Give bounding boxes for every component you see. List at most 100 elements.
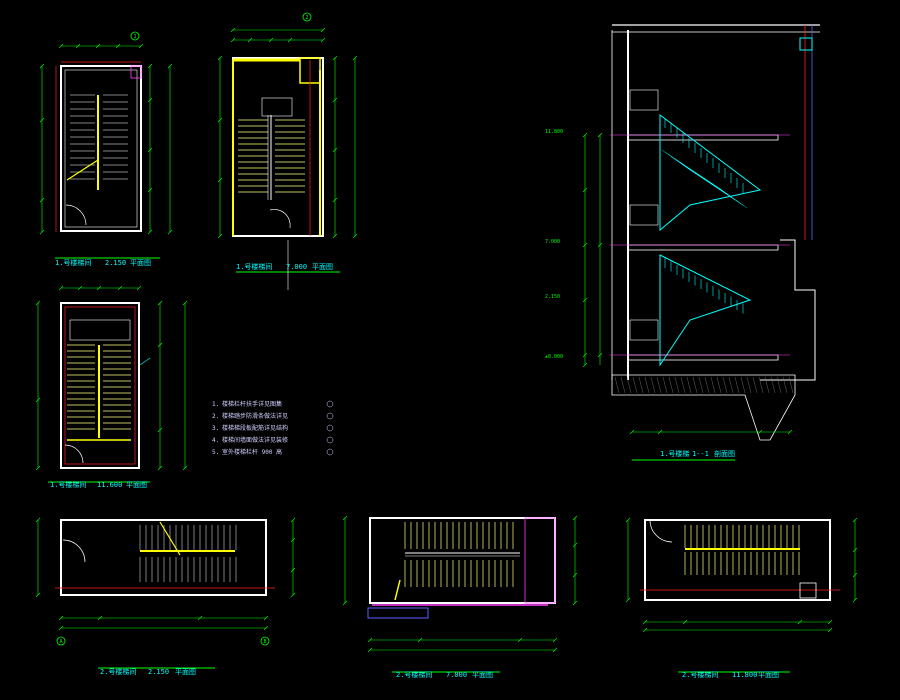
title-suffix: 平面图 (472, 671, 493, 679)
foundation-hatch (758, 376, 764, 394)
level-label: 2.150 (545, 294, 560, 300)
dimension-tick (320, 27, 326, 33)
notes-list: 1. 楼梯栏杆扶手详见图集 2. 楼梯踏步防滑条做法详见 3. 楼梯梯段板配筋详… (212, 400, 288, 456)
dimension-tick (230, 27, 236, 33)
title-plan2-low: 2.号楼梯间 2.150 平面图 (100, 667, 196, 676)
hatch (718, 187, 748, 209)
inner-wall-line (64, 69, 138, 228)
axis-label: B (263, 639, 266, 645)
title-name: 2.号楼梯间 (100, 667, 136, 676)
stair1-plan-7000 (217, 27, 358, 290)
title-plan2-top: 2.号楼梯间 11.800 平面图 (682, 670, 779, 679)
stair-flight (659, 114, 762, 232)
dimension-tick (35, 592, 41, 598)
title-suffix: 平面图 (758, 671, 779, 679)
note-marker (326, 412, 334, 420)
dimension-tick (417, 637, 423, 643)
dimension-tick (572, 542, 578, 548)
title-name: 1.号楼梯间 (50, 480, 86, 489)
dimension-tick (342, 600, 348, 606)
dimension-tick (572, 572, 578, 578)
general-notes (326, 400, 334, 456)
note-marker (326, 436, 334, 444)
dimension-tick (597, 242, 603, 248)
door-swing (64, 444, 84, 464)
stair1-section-1-1 (582, 24, 820, 461)
column (130, 65, 142, 79)
foundation-hatch (620, 376, 626, 394)
foundation-hatch (650, 376, 656, 394)
note-text: 楼梯间墙面做法详见装修 (222, 436, 288, 444)
axis-label: 2 (305, 15, 308, 21)
dimension-tick (797, 619, 803, 625)
note-text: 室外楼梯栏杆 900 高 (222, 448, 282, 456)
dimension-tick (332, 197, 338, 203)
stair2-plan-7000 (342, 515, 578, 673)
dimension-tick (332, 97, 338, 103)
dimension-tick (39, 117, 45, 123)
leader-line (139, 357, 151, 366)
dimension-tick (35, 300, 41, 306)
dimension-tick (682, 619, 688, 625)
shaft (524, 517, 556, 604)
dimension-tick (852, 597, 858, 603)
dimension-tick (117, 285, 123, 291)
dimension-tick (58, 43, 64, 49)
note-item: 3. 楼梯梯段板配筋详见结构 (212, 424, 288, 432)
dimension-tick (167, 63, 173, 69)
door-swing (62, 539, 86, 563)
dimension-tick (263, 625, 269, 631)
dimension-tick (247, 37, 253, 43)
dimension-tick (320, 37, 326, 43)
dimension-tick (597, 132, 603, 138)
note-marker (326, 448, 334, 456)
note-marker (326, 400, 334, 408)
dimension-tick (552, 637, 558, 643)
dimension-tick (582, 242, 588, 248)
title-plan2-mid: 2.号楼梯间 7.000 平面图 (396, 670, 493, 679)
foundation-hatch (734, 376, 740, 394)
title-elev: 7.000 (286, 263, 307, 271)
title-name: 1.号楼梯间 (55, 258, 91, 267)
dimension-tick (572, 515, 578, 521)
door-swing (65, 204, 87, 226)
title-suffix: 平面图 (130, 259, 151, 267)
dimension-tick (332, 233, 338, 239)
foundation-hatch (686, 376, 692, 394)
dimension-tick (167, 229, 173, 235)
dimension-tick (629, 429, 635, 435)
foundation-hatch (728, 376, 734, 394)
stair1-plan-2150 (39, 43, 173, 259)
title-plan1-mid: 1.号楼梯间 7.000 平面图 (236, 262, 333, 271)
dimension-tick (517, 637, 523, 643)
yellow-edge (394, 579, 401, 601)
foundation-hatch (614, 376, 620, 394)
dimension-tick (625, 597, 631, 603)
foundation-hatch (668, 376, 674, 394)
note-text: 楼梯梯段板配筋详见结构 (222, 424, 288, 432)
dimension-tick (367, 637, 373, 643)
dimension-tick (757, 429, 763, 435)
dimension-tick (287, 37, 293, 43)
dimension-tick (852, 547, 858, 553)
note-item: 5. 室外楼梯栏杆 900 高 (212, 448, 282, 456)
dimension-tick (642, 619, 648, 625)
dimension-tick (35, 517, 41, 523)
dimension-tick (352, 233, 358, 239)
note-num: 3. (212, 425, 219, 432)
dimension-tick (657, 429, 663, 435)
title-elev: 11.600 (97, 481, 122, 489)
title-plan1-top: 1.号楼梯间 11.600 平面图 (50, 480, 147, 489)
right-stepped-wall (760, 239, 816, 381)
dimension-tick (182, 300, 188, 306)
title-section: 1.号楼梯 1--1 剖面图 (660, 449, 735, 458)
dimension-tick (147, 97, 153, 103)
dimension-tick (217, 55, 223, 61)
dimension-tick (35, 465, 41, 471)
title-suffix: 平面图 (175, 668, 196, 676)
dimension-tick (290, 592, 296, 598)
foundation-hatch (704, 376, 710, 394)
landing (69, 319, 131, 341)
axis-bubble: B (260, 636, 270, 646)
dimension-tick (136, 285, 142, 291)
